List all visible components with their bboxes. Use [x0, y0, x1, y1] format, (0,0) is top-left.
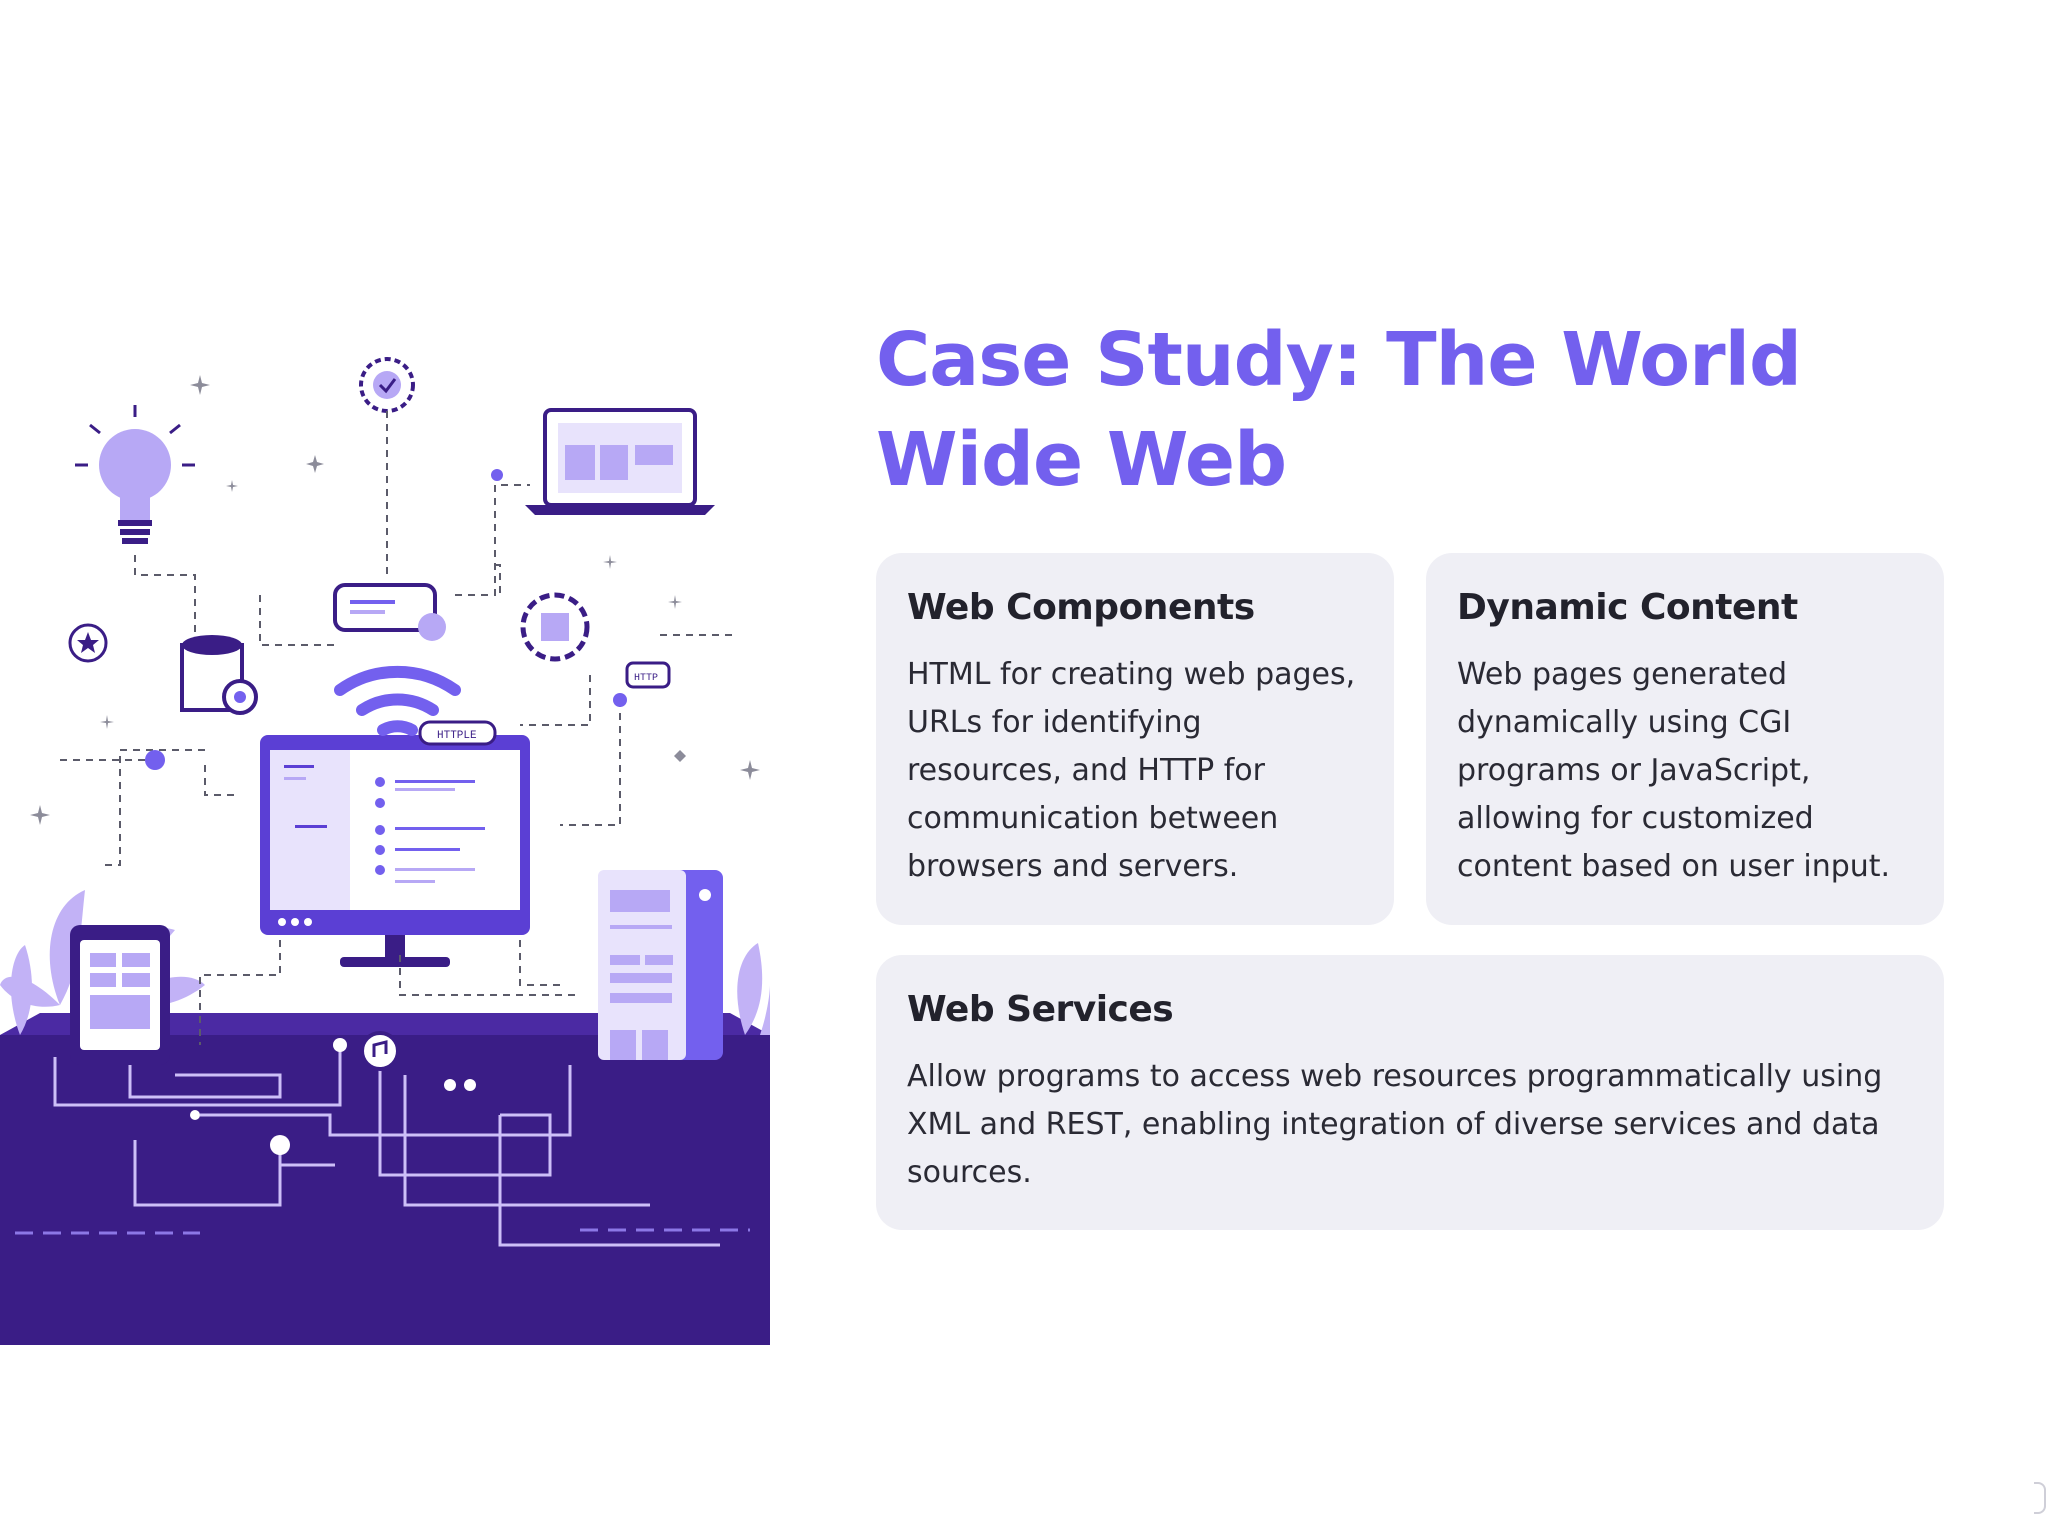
card-body: HTML for creating web pages, URLs for id…	[907, 657, 1356, 884]
desktop-monitor	[260, 735, 530, 967]
dashed-ground-line	[15, 1228, 750, 1235]
sparkle-decorations	[30, 375, 760, 825]
settings-gear-icon	[520, 592, 590, 662]
plant-right	[737, 943, 770, 1035]
card-heading: Dynamic Content	[1457, 587, 1798, 628]
base-platform	[0, 1035, 770, 1345]
connector-node	[613, 693, 627, 707]
slide-title: Case Study: The World Wide Web	[876, 317, 1802, 503]
connector-node	[491, 469, 503, 481]
http-chat-icon: HTTP	[625, 661, 671, 689]
card-body: Allow programs to access web resources p…	[907, 1059, 1883, 1190]
star-badge-icon	[68, 623, 108, 663]
server-tower	[598, 870, 723, 1060]
card-web-services: Web Services Allow programs to access we…	[876, 955, 1944, 1230]
laptop-device	[525, 408, 715, 515]
circuit-lines	[53, 1045, 720, 1247]
lightbulb-icon	[75, 405, 195, 544]
message-bubble-icon	[333, 583, 446, 641]
http-tag: HTTPLE	[418, 720, 497, 746]
tablet-device	[70, 925, 170, 1065]
music-node	[360, 1031, 400, 1071]
card-heading: Web Services	[907, 989, 1174, 1030]
connector-lines	[60, 411, 735, 1045]
wifi-icon	[334, 665, 461, 736]
card-dynamic-content: Dynamic Content Web pages generated dyna…	[1426, 553, 1944, 925]
card-body: Web pages generated dynamically using CG…	[1457, 657, 1891, 884]
card-heading: Web Components	[907, 587, 1255, 628]
connector-node	[145, 750, 165, 770]
database-icon	[180, 635, 258, 715]
http-chat-label: HTTP	[634, 673, 658, 684]
web-technology-illustration: HTTPLE	[0, 357, 770, 1345]
http-tag-label: HTTPLE	[437, 730, 477, 742]
verified-badge-icon	[359, 357, 415, 413]
card-web-components: Web Components HTML for creating web pag…	[876, 553, 1394, 925]
scroll-edge-indicator	[2034, 1482, 2046, 1514]
